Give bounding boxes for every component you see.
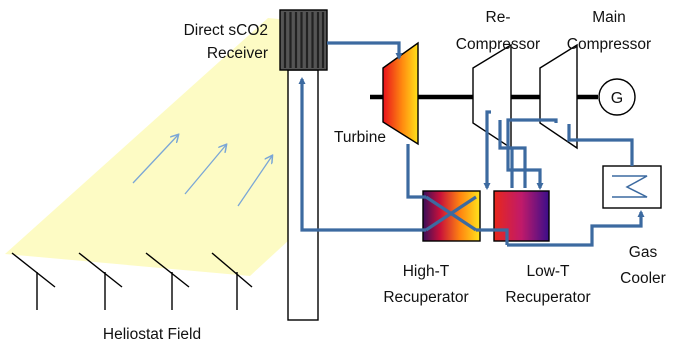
pipe-high-to-low-t xyxy=(476,228,509,245)
recompressor-label-line2: Compressor xyxy=(456,36,540,53)
sun-ray-arrow xyxy=(184,145,226,195)
low-t-label-line1: Low-T xyxy=(526,263,570,280)
turbine xyxy=(382,41,419,146)
recompressor xyxy=(472,43,512,150)
sunlight-beam xyxy=(5,18,289,276)
pipe-cooler-to-main-compressor xyxy=(567,124,634,166)
main-compressor xyxy=(539,43,578,150)
pipe-low-t-split xyxy=(498,120,527,188)
pipe-high-t-cold-pass xyxy=(425,195,477,232)
gas-cooler xyxy=(602,165,662,209)
generator xyxy=(598,78,636,116)
gas-cooler-label-line1: Gas xyxy=(629,244,658,261)
sun-ray-arrow xyxy=(237,156,272,207)
pipe-low-t-to-cooler xyxy=(507,210,645,247)
pipe-main-compressor-outlet xyxy=(506,118,558,190)
direct-sco2-receiver xyxy=(279,9,328,71)
heliostat xyxy=(145,252,190,310)
main-compressor-label-line1: Main xyxy=(592,9,626,26)
high-t-label-line2: Recuperator xyxy=(383,289,468,306)
heliostat-field-label: Heliostat Field xyxy=(103,326,201,343)
high-t-label-line1: High-T xyxy=(403,263,450,280)
heliostat xyxy=(211,252,253,310)
low-t-recuperator xyxy=(493,190,550,242)
pipe-receiver-to-turbine xyxy=(327,41,403,60)
receiver-label-line1: Direct sCO2 xyxy=(184,22,268,39)
sun-ray-arrow xyxy=(132,135,178,184)
receiver-label-line2: Receiver xyxy=(207,45,268,62)
main-compressor-label-line2: Compressor xyxy=(567,36,651,53)
generator-label: G xyxy=(611,90,623,107)
heliostat xyxy=(78,252,123,310)
heliostat xyxy=(11,252,56,310)
heliostat-field xyxy=(11,252,253,310)
labels: Direct sCO2 Receiver Re- Compressor Main… xyxy=(103,9,666,343)
process-piping xyxy=(298,41,645,247)
gas-cooler-label-line2: Cooler xyxy=(620,270,666,287)
sun-ray-arrows xyxy=(132,135,272,207)
pipe-recompressor-outlet xyxy=(483,110,491,190)
pipe-recuperator-to-tower xyxy=(298,77,426,232)
low-t-label-line2: Recuperator xyxy=(505,289,590,306)
recompressor-label-line1: Re- xyxy=(486,9,511,26)
turbine-label: Turbine xyxy=(334,129,386,146)
pipe-turbine-exhaust xyxy=(406,144,426,199)
